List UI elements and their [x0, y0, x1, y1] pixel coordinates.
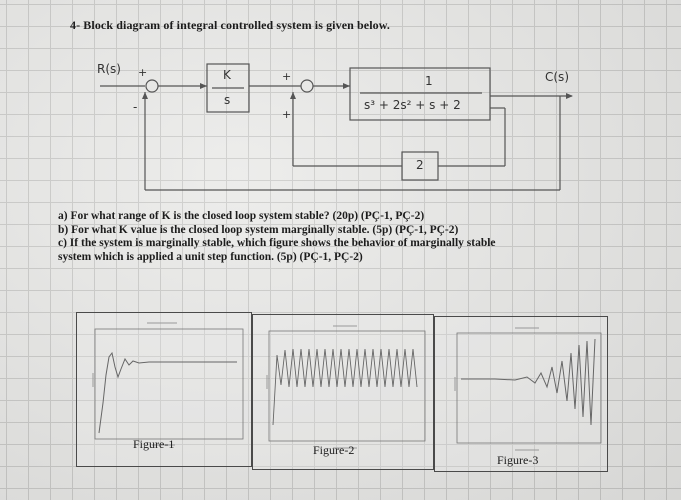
- block-diagram: [100, 63, 573, 191]
- sum1-plus-sign: +: [138, 66, 148, 79]
- output-label: C(s): [545, 70, 569, 84]
- summing-junction-1: [145, 79, 159, 93]
- part-b: b) For what K value is the closed loop s…: [58, 223, 459, 236]
- sum1-minus-sign: -: [133, 100, 138, 114]
- figure-1-label: Figure-1: [133, 437, 175, 451]
- plant-denominator: s³ + 2s² + s + 2: [364, 98, 461, 112]
- figure-1-plot: [92, 322, 244, 446]
- figure-1-axes: [94, 328, 244, 440]
- sum2-plus-top: +: [282, 70, 292, 83]
- summing-junction-2: [300, 79, 314, 93]
- arrowhead-plant: [343, 83, 350, 89]
- question-title: 4- Block diagram of integral controlled …: [70, 18, 390, 32]
- figure-2-response-curve: [272, 348, 418, 426]
- controller-denominator: s: [224, 93, 231, 107]
- question-parts: a) For what range of K is the closed loo…: [58, 210, 638, 264]
- figure-1-response-curve: [98, 351, 237, 434]
- arrowhead-output: [566, 93, 573, 99]
- part-a: a) For what range of K is the closed loo…: [58, 210, 425, 222]
- controller-block: [206, 63, 250, 113]
- figure-3-axes: [456, 332, 602, 444]
- arrowhead-inner: [290, 92, 296, 99]
- figure-3-plot: [454, 327, 602, 451]
- figure-3-panel: Figure-3: [434, 316, 608, 472]
- controller-numerator: K: [223, 68, 231, 82]
- plant-block: [349, 67, 491, 121]
- figure-2-label: Figure-2: [313, 443, 355, 457]
- input-label: R(s): [97, 62, 121, 76]
- part-c-continued: system which is applied a unit step func…: [58, 250, 363, 263]
- arrowhead-feedback: [142, 92, 148, 99]
- figure-2-panel: Figure-2: [252, 314, 434, 470]
- arrowhead-controller: [200, 83, 207, 89]
- figure-3-response-curve: [461, 338, 596, 426]
- sum2-plus-bottom: +: [282, 108, 292, 121]
- part-c: c) If the system is marginally stable, w…: [58, 237, 496, 249]
- figure-2-axes: [268, 330, 426, 442]
- feedback-gain-value: 2: [416, 158, 424, 172]
- figure-1-panel: Figure-1: [76, 312, 252, 467]
- figure-3-label: Figure-3: [497, 453, 539, 467]
- figure-2-plot: [266, 325, 426, 449]
- plant-numerator: 1: [425, 74, 433, 88]
